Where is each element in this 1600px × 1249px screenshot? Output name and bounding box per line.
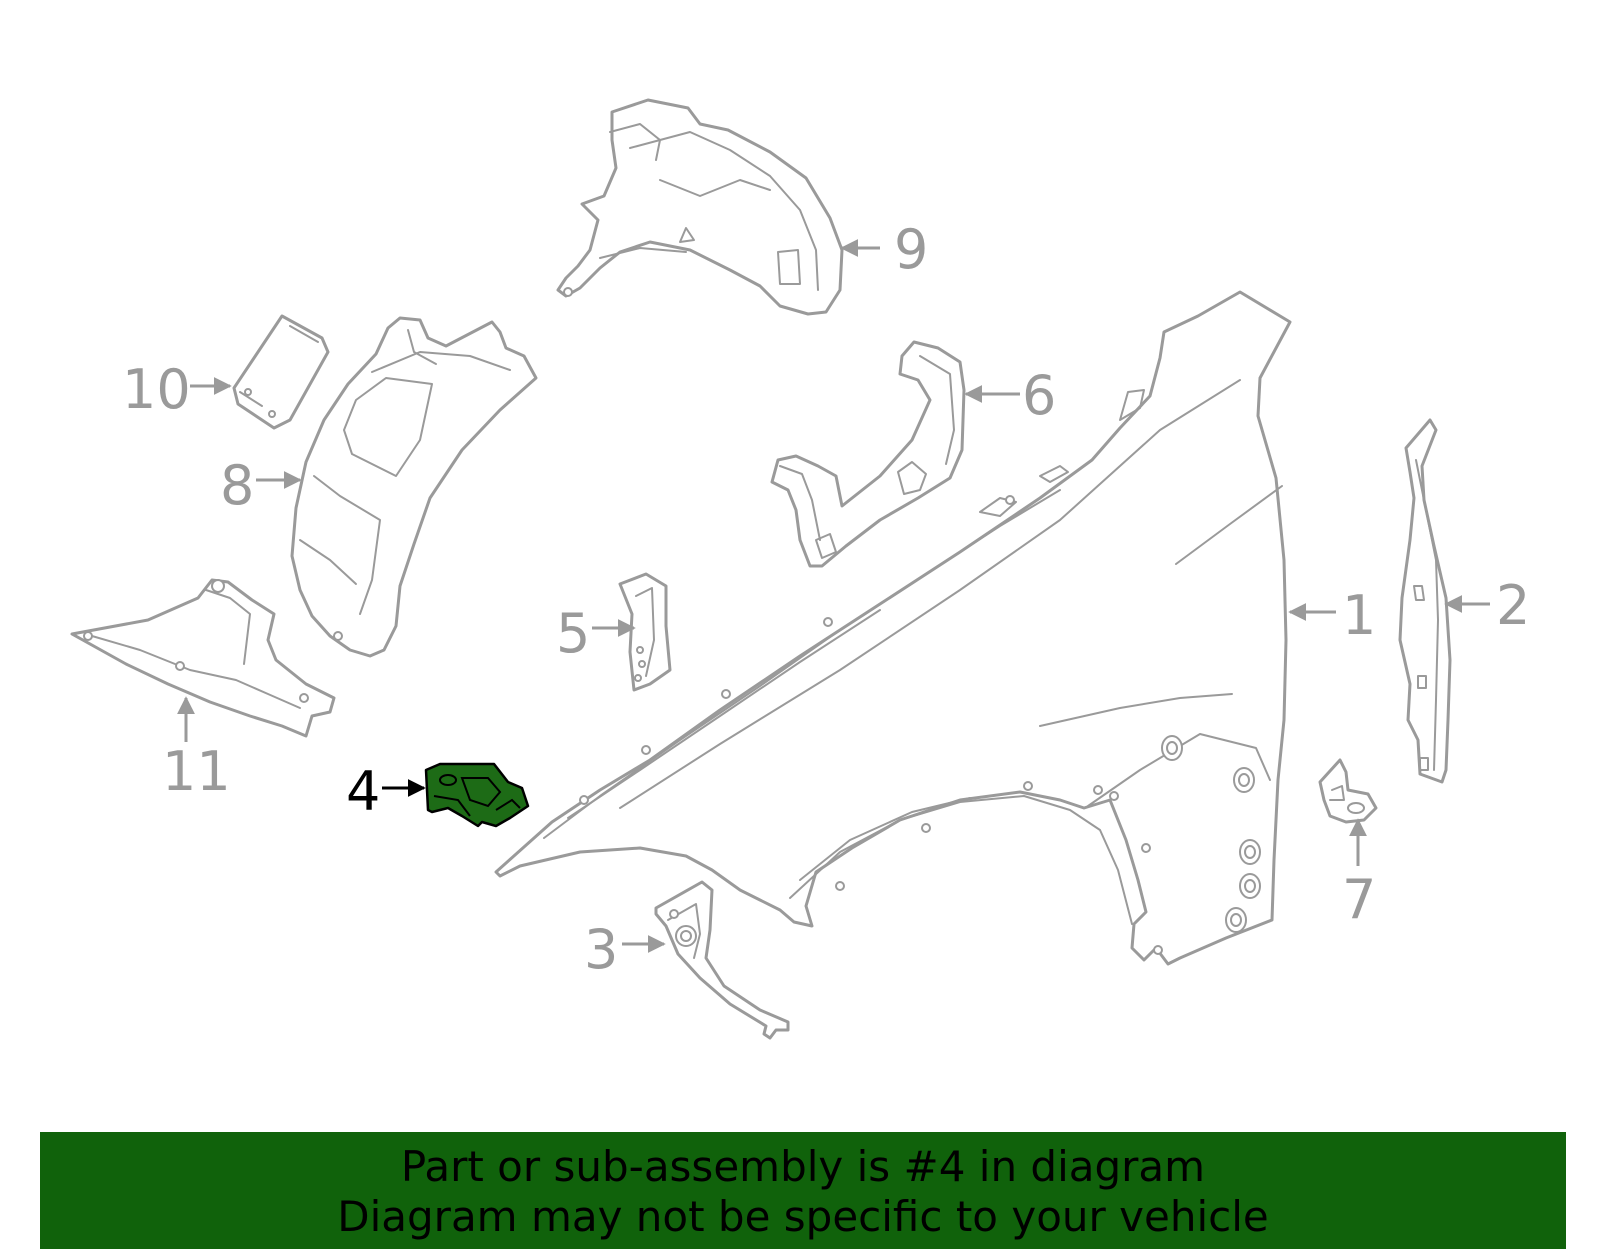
callout-label-6: 6: [1022, 364, 1056, 427]
callout-arrows: [177, 239, 1490, 953]
part-6-upper-bracket: [770, 340, 966, 568]
callout-label-7: 7: [1342, 868, 1376, 931]
part-9-rear-liner: [556, 98, 844, 316]
part-1-fender: [494, 290, 1292, 966]
banner-background: [40, 1132, 1566, 1249]
part-7-clip: [1318, 758, 1378, 824]
part-10-cover-plate: [232, 314, 330, 430]
info-banner: Part or sub-assembly is #4 in diagram Di…: [40, 1132, 1566, 1249]
callout-label-1: 1: [1342, 584, 1376, 647]
part-4-mount-bracket: [424, 762, 530, 828]
part-11-splash-shield: [70, 578, 336, 738]
banner-line-2: Diagram may not be specific to your vehi…: [337, 1192, 1269, 1241]
callout-label-3: 3: [584, 918, 618, 981]
callout-label-11: 11: [162, 740, 231, 803]
part-2-vertical-bracket: [1398, 418, 1452, 784]
callout-label-5: 5: [556, 602, 590, 665]
callout-labels: 9 6 10 8 1 2 5 11 4 7 3: [122, 218, 1530, 981]
banner-line-1: Part or sub-assembly is #4 in diagram: [400, 1142, 1206, 1191]
callout-label-10: 10: [122, 358, 191, 421]
callout-label-9: 9: [894, 218, 928, 281]
part-5-small-bracket: [618, 572, 672, 692]
callout-label-2: 2: [1496, 574, 1530, 637]
callout-label-8: 8: [220, 454, 254, 517]
part-8-wheelhouse-liner: [290, 316, 538, 658]
part-3-lower-bracket: [654, 880, 790, 1040]
callout-label-4: 4: [346, 760, 380, 823]
